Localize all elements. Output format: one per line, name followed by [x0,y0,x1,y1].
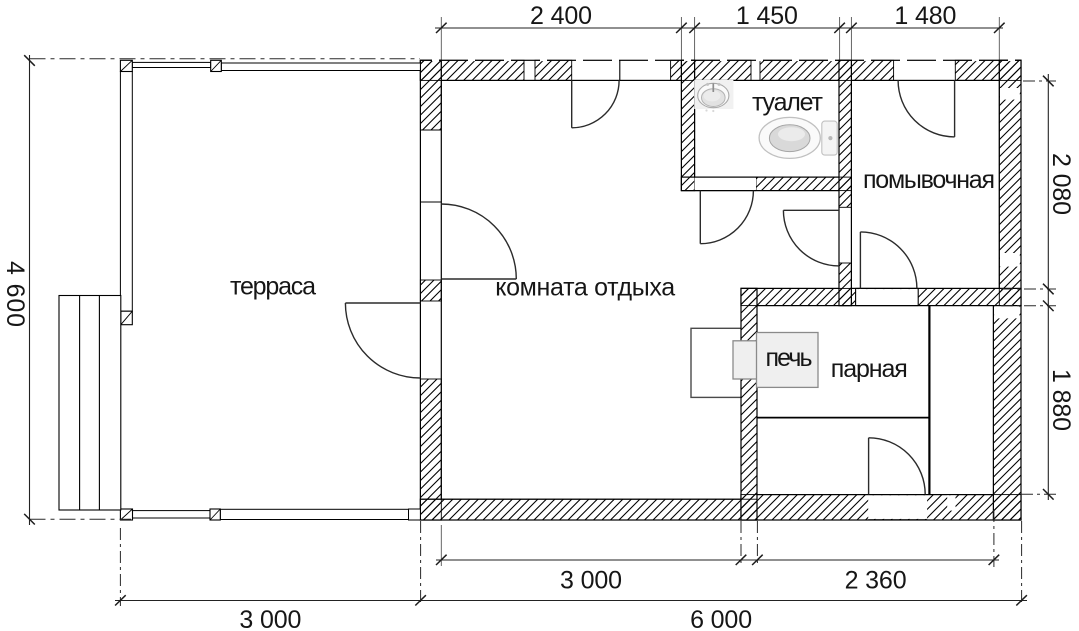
svg-text:туалет: туалет [752,88,824,116]
svg-text:2 080: 2 080 [1047,153,1075,215]
svg-text:6 000: 6 000 [690,606,752,631]
svg-text:помывочная: помывочная [863,166,995,194]
svg-text:комната отдыха: комната отдыха [495,274,675,302]
svg-text:1 480: 1 480 [894,2,956,30]
svg-text:парная: парная [831,355,908,383]
svg-text:2 360: 2 360 [845,567,907,595]
svg-text:4 600: 4 600 [1,261,29,327]
svg-text:1 450: 1 450 [736,2,798,30]
svg-text:3 000: 3 000 [560,567,622,595]
svg-text:печь: печь [766,344,813,372]
svg-text:2 400: 2 400 [530,2,592,30]
svg-text:терраса: терраса [230,273,316,301]
svg-text:1 880: 1 880 [1047,369,1075,431]
svg-text:3 000: 3 000 [239,606,301,631]
